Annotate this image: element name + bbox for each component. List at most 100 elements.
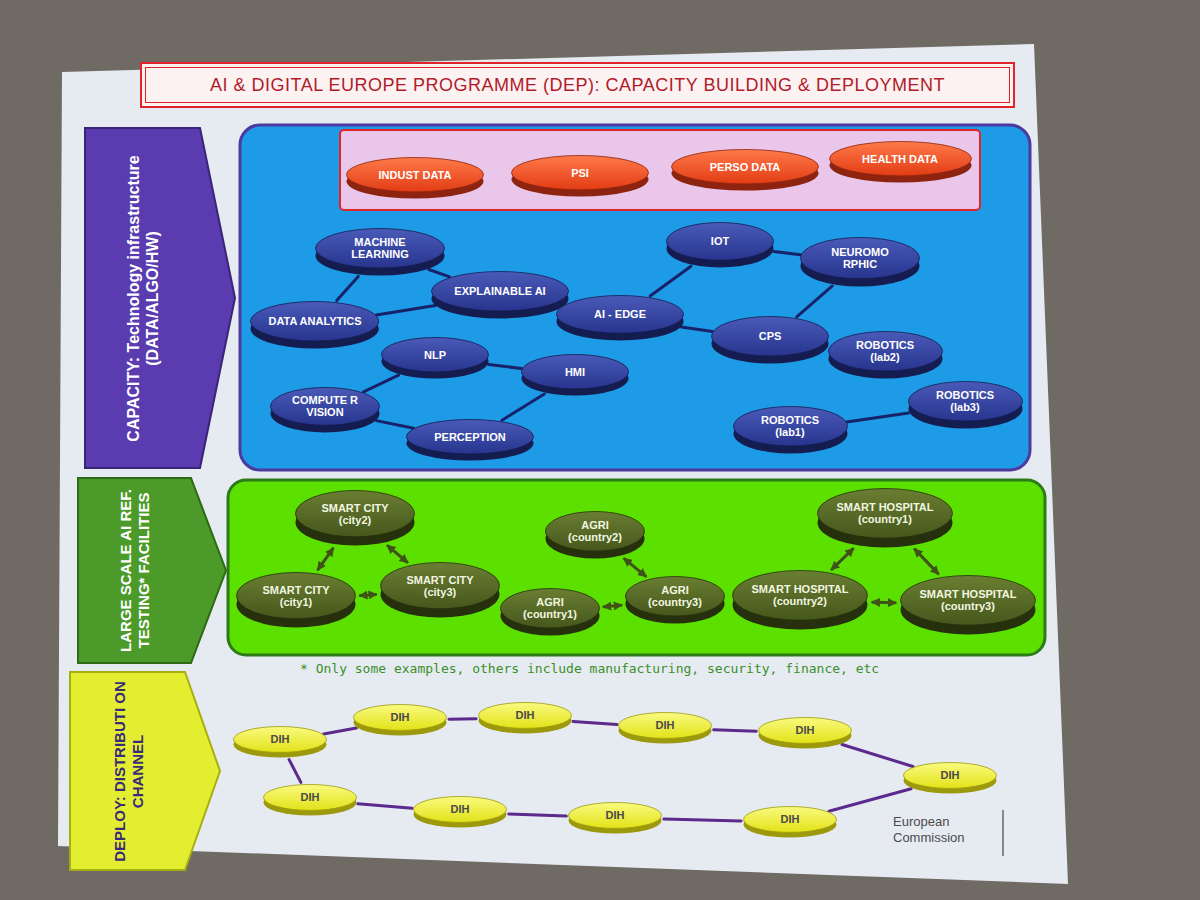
link-arrow (832, 549, 853, 569)
arrow-shape (78, 478, 226, 663)
disc-top (522, 355, 629, 389)
link-arrow (624, 559, 645, 576)
topic-disc: AGRI (country1) (499, 587, 601, 637)
text-face: NLP (380, 336, 490, 373)
link-arrow (388, 546, 407, 562)
topic-disc: MACHINE LEARNING (314, 227, 446, 277)
link-line (797, 286, 833, 317)
text-face: DIH (232, 725, 328, 754)
disc-top (382, 338, 489, 372)
topic-label: DIH (391, 711, 410, 723)
disc-top (626, 577, 725, 617)
disc-top (818, 489, 953, 539)
disc-top (619, 713, 712, 739)
topic-disc: ROBOTICS (lab3) (907, 380, 1024, 430)
text-face: INDUST DATA (345, 156, 485, 193)
topic-disc: DIH (412, 795, 508, 829)
disc-top (672, 150, 819, 184)
topic-label: ROBOTICS (lab3) (924, 389, 1007, 413)
disc-top (264, 785, 357, 811)
disc-top (908, 382, 1022, 422)
disc-top (712, 317, 829, 357)
topic-label: HEALTH DATA (862, 153, 938, 165)
projected-slide (58, 44, 1068, 884)
link-arrow (873, 601, 895, 605)
stage-arrow: CAPACITY: Technology infrastructure (DAT… (85, 128, 235, 468)
title-frame: AI & DIGITAL EUROPE PROGRAMME (DEP): CAP… (140, 62, 1015, 108)
topic-disc: NLP (380, 336, 490, 380)
disc-top (733, 407, 847, 447)
topic-label: NEUROMO RPHIC (817, 246, 903, 270)
arrow-shape (85, 128, 235, 468)
topic-label: EXPLAINABLE AI (454, 285, 545, 297)
disc-top (744, 807, 837, 833)
disc-top (354, 705, 447, 731)
topic-label: INDUST DATA (379, 169, 452, 181)
topic-label: PERCEPTION (434, 431, 506, 443)
link-line (324, 728, 357, 734)
text-face: ROBOTICS (lab2) (827, 330, 944, 373)
topic-disc: EXPLAINABLE AI (430, 270, 570, 320)
disc-top (251, 302, 379, 342)
text-face: DIH (757, 716, 853, 745)
topic-disc: DIH (232, 725, 328, 759)
topic-label: MACHINE LEARNING (333, 236, 427, 260)
disc-top (432, 272, 569, 312)
topic-label: SMART HOSPITAL (country2) (751, 583, 849, 607)
testing-panel (228, 480, 1045, 655)
text-face: AGRI (country1) (499, 587, 601, 630)
topic-disc: NEUROMO RPHIC (799, 236, 921, 288)
topic-disc: SMART CITY (city1) (235, 571, 357, 629)
logo-text: European Commission (893, 814, 993, 845)
disc-top (296, 491, 415, 537)
text-face: SMART CITY (city3) (379, 561, 501, 610)
disc-top (828, 332, 942, 372)
topic-disc: DIH (567, 801, 663, 835)
topic-disc: HMI (520, 353, 630, 397)
text-face: DIH (567, 801, 663, 830)
topic-disc: SMART HOSPITAL (country3) (899, 574, 1037, 636)
disc-top (901, 576, 1036, 626)
text-face: PERSO DATA (670, 148, 820, 185)
text-face: LARGE SCALE AI REF. TESTING* FACILITIES (78, 486, 191, 655)
topic-label: ROBOTICS (lab1) (749, 414, 832, 438)
text-face: CPS (710, 315, 830, 358)
topic-label: SMART CITY (city3) (397, 574, 483, 598)
text-face: AGRI (country3) (624, 575, 726, 618)
topic-disc: DIH (352, 703, 448, 737)
topic-label: HMI (565, 366, 585, 378)
text-face: ROBOTICS (lab3) (907, 380, 1024, 423)
topic-label: DIH (656, 719, 675, 731)
text-face: AGRI (country2) (544, 510, 646, 553)
topic-label: DIH (516, 709, 535, 721)
topic-label: ROBOTICS (lab2) (844, 339, 927, 363)
disc-top (479, 703, 572, 729)
topic-label: DIH (606, 809, 625, 821)
topic-label: AGRI (country2) (559, 519, 631, 543)
topic-disc: CPS (710, 315, 830, 365)
topic-label: SMART HOSPITAL (country1) (836, 501, 934, 525)
text-face: NEUROMO RPHIC (799, 236, 921, 280)
disc-top (569, 803, 662, 829)
topic-disc: SMART HOSPITAL (country2) (731, 569, 869, 631)
link-line (289, 760, 301, 783)
link-line (846, 413, 908, 422)
text-face: HEALTH DATA (828, 140, 973, 177)
link-line (774, 252, 800, 255)
disc-top (381, 563, 500, 609)
topic-disc: PSI (510, 154, 650, 198)
disc-top (801, 238, 920, 279)
stage-label: CAPACITY: Technology infrastructure (DAT… (124, 136, 161, 460)
topic-disc: DIH (262, 783, 358, 817)
disc-top (904, 763, 997, 789)
logo-rule (1002, 810, 1004, 856)
text-face: COMPUTE R VISION (269, 386, 381, 427)
link-line (429, 270, 450, 277)
data-panel (340, 130, 980, 210)
topic-disc: DIH (757, 716, 853, 750)
link-line (681, 327, 712, 332)
disc-top (512, 156, 649, 190)
topic-disc: INDUST DATA (345, 156, 485, 200)
link-line (358, 804, 412, 808)
